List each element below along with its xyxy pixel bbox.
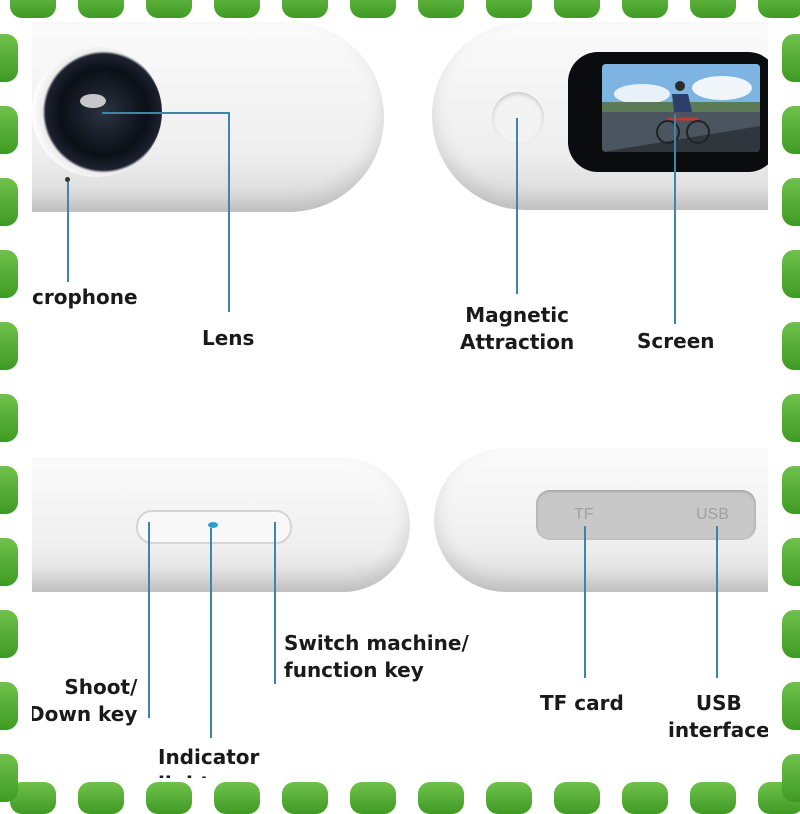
tf-port-marking: TF xyxy=(574,506,594,523)
frame-tile xyxy=(622,782,668,814)
switch-key-callout-line xyxy=(274,522,276,684)
frame-tile xyxy=(214,0,260,18)
frame-tile xyxy=(0,178,18,226)
cyclist-on-road-icon xyxy=(602,64,760,152)
lens-callout-line-h xyxy=(102,112,230,114)
frame-tile xyxy=(0,754,18,802)
switch-function-key-label: Switch machine/ function key xyxy=(284,631,469,682)
frame-tile xyxy=(782,250,800,298)
frame-tile xyxy=(0,394,18,442)
screen-callout-line xyxy=(674,114,676,324)
frame-tile xyxy=(214,782,260,814)
frame-tile xyxy=(758,0,800,18)
frame-tile xyxy=(782,754,800,802)
indicator-light-label: Indicator light xyxy=(158,745,260,778)
frame-tile xyxy=(554,782,600,814)
lens-glint xyxy=(80,94,106,108)
frame-tile xyxy=(782,394,800,442)
frame-tile xyxy=(78,782,124,814)
frame-tile xyxy=(350,782,396,814)
frame-tile xyxy=(0,106,18,154)
microphone-callout-line xyxy=(67,182,69,282)
frame-tile xyxy=(0,250,18,298)
shoot-down-key-label: Shoot/ Down key xyxy=(32,675,138,726)
frame-tile xyxy=(690,782,736,814)
frame-tile xyxy=(0,466,18,514)
frame-tile xyxy=(782,178,800,226)
frame-tile xyxy=(0,682,18,730)
frame-tile xyxy=(554,0,600,18)
magnetic-attraction-label: Magnetic Attraction xyxy=(460,303,575,354)
port-cover-panel xyxy=(536,490,756,540)
product-diagram: crophone Lens Magnetic Attraction Screen… xyxy=(32,22,768,778)
indicator-callout-line xyxy=(210,528,212,738)
microphone-label: crophone xyxy=(32,285,138,309)
frame-tile xyxy=(350,0,396,18)
frame-tile xyxy=(78,0,124,18)
tf-card-label: TF card xyxy=(540,691,624,715)
camera-screen xyxy=(602,64,760,152)
frame-tile xyxy=(782,682,800,730)
shoot-key-callout-line xyxy=(148,522,150,718)
frame-tile xyxy=(782,610,800,658)
frame-tile xyxy=(0,538,18,586)
tf-card-callout-line xyxy=(584,526,586,678)
frame-tile xyxy=(0,34,18,82)
frame-tile xyxy=(486,0,532,18)
frame-tile xyxy=(0,610,18,658)
indicator-light xyxy=(208,522,218,528)
frame-tile xyxy=(690,0,736,18)
frame-tile xyxy=(782,106,800,154)
frame-tile xyxy=(782,466,800,514)
usb-callout-line xyxy=(716,526,718,678)
usb-port-marking: USB xyxy=(696,506,729,523)
frame-tile xyxy=(486,782,532,814)
frame-tile xyxy=(782,538,800,586)
frame-tile xyxy=(282,782,328,814)
frame-tile xyxy=(622,0,668,18)
frame-tile xyxy=(418,0,464,18)
lens-callout-line-v xyxy=(228,112,230,312)
frame-tile xyxy=(0,322,18,370)
frame-tile xyxy=(418,782,464,814)
frame-tile xyxy=(282,0,328,18)
microphone-hole xyxy=(65,177,70,182)
usb-interface-label: USB interface xyxy=(668,691,768,742)
lens-label: Lens xyxy=(202,326,255,350)
frame-tile xyxy=(782,34,800,82)
frame-tile xyxy=(10,0,56,18)
frame-tile xyxy=(782,322,800,370)
screen-label: Screen xyxy=(637,329,715,353)
magnetic-attraction-button xyxy=(492,92,544,144)
magnetic-callout-line xyxy=(516,118,518,294)
frame-tile xyxy=(146,0,192,18)
frame-tile xyxy=(146,782,192,814)
